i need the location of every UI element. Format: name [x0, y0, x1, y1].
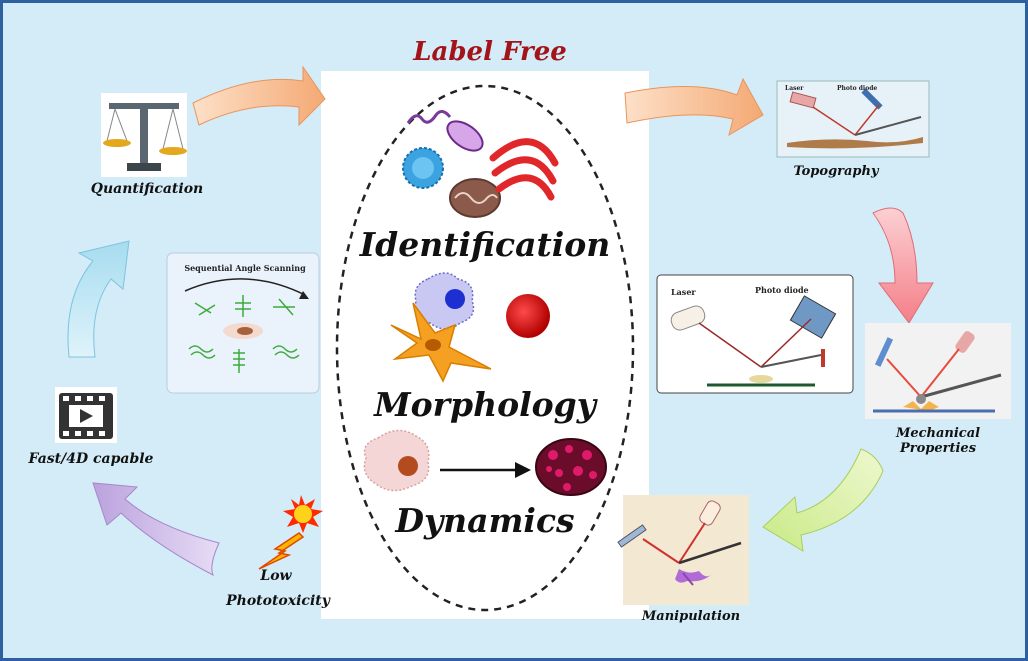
- white-blood-cell-icon: [414, 272, 475, 330]
- afm-setup-panel: [656, 274, 854, 394]
- mitochondrion-icon: [449, 178, 501, 218]
- topo-photodiode-label: Photo diode: [837, 85, 878, 92]
- healthy-cell-icon: [363, 429, 430, 492]
- arrow-fast-to-quantification: [67, 240, 130, 358]
- arrow-center-to-topography: [624, 77, 764, 137]
- center-item-identification: Identification: [359, 225, 611, 264]
- label-mechanical-properties: Mechanical Properties: [895, 426, 981, 456]
- afm-laser-label: Laser: [671, 287, 696, 297]
- label-topography: Topography: [793, 164, 879, 179]
- label-quantification: Quantification: [90, 181, 204, 197]
- arrow-quant-to-center: [192, 65, 326, 127]
- neuron-cell-icon: [390, 302, 492, 383]
- lightning-icon: [258, 532, 305, 570]
- scanning-title: Sequential Angle Scanning: [184, 263, 306, 273]
- label-fast-4d: Fast/4D capable: [28, 451, 154, 467]
- virus-icon: [402, 147, 444, 189]
- center-item-dynamics: Dynamics: [395, 501, 575, 540]
- manipulation-panel: [617, 495, 749, 605]
- diagram-graphics: [55, 65, 1011, 619]
- bacterium-icon: [406, 110, 484, 152]
- label-manipulation: Manipulation: [641, 609, 741, 624]
- video-film-icon: [55, 387, 117, 443]
- arrow-mechanical-to-manipulation: [762, 448, 884, 552]
- diseased-cell-icon: [535, 438, 607, 496]
- mechanical-panel: [865, 323, 1011, 419]
- red-blood-cell-icon: [506, 294, 550, 338]
- topo-laser-label: Laser: [785, 85, 804, 92]
- arrow-phototoxicity-to-fast: [92, 482, 220, 577]
- center-panel: [321, 71, 649, 619]
- afm-photodiode-label: Photo diode: [755, 285, 809, 295]
- transition-arrow: [440, 462, 531, 478]
- label-low: Low: [260, 568, 292, 584]
- endoplasmic-reticulum-icon: [489, 138, 559, 201]
- arrow-topography-to-mechanical: [872, 207, 934, 324]
- scale-icon: [101, 93, 187, 177]
- center-item-morphology: Morphology: [374, 385, 596, 424]
- page-title: Label Free: [413, 37, 567, 67]
- topography-panel: [776, 80, 930, 158]
- label-phototoxicity: Phototoxicity: [226, 593, 330, 609]
- center-dashed-ellipse: [335, 84, 635, 612]
- scanning-panel: [166, 252, 320, 394]
- sun-icon: [283, 495, 323, 533]
